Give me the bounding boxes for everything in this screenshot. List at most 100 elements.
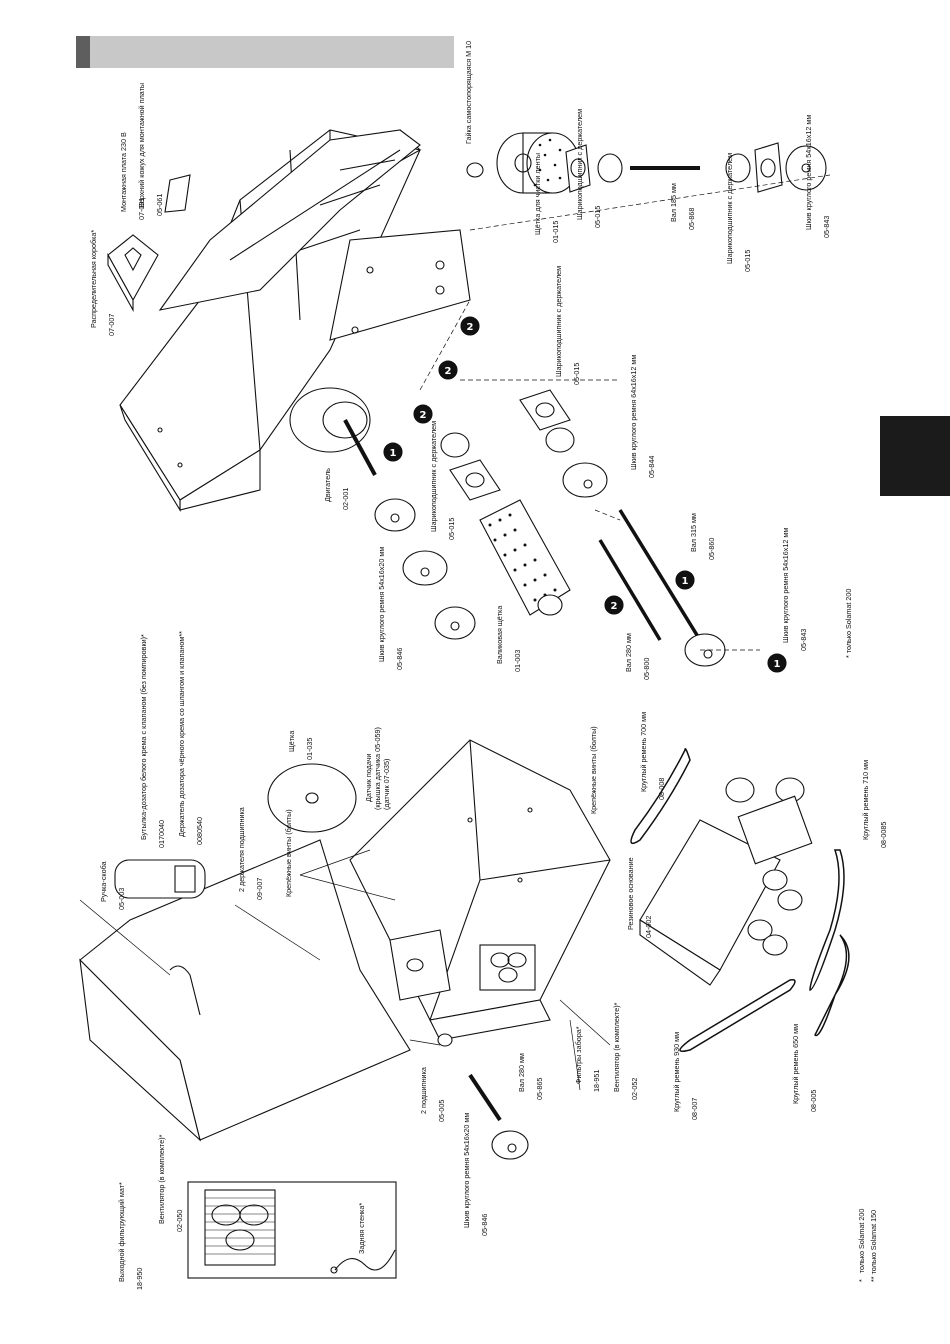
label-code: 05-860 bbox=[707, 537, 716, 560]
label-text: Крепёжные винты (болты) bbox=[284, 809, 293, 897]
label-belt-700: Круглый ремень 700 мм 08-008 bbox=[630, 712, 684, 800]
label-text: Монтажная плата 230 В bbox=[119, 132, 128, 212]
label-code: 05-865 bbox=[535, 1077, 544, 1100]
label-text: Круглый ремень 700 мм bbox=[639, 711, 648, 792]
label-text: Круглый ремень 650 мм bbox=[791, 1023, 800, 1104]
junction-box bbox=[107, 234, 159, 313]
top-pulleys bbox=[374, 498, 476, 640]
label-fan: Вентилятор (в комплекте)* 02-052 bbox=[603, 1003, 657, 1100]
label-text: Шкив круглого ремня 54x16x20 мм bbox=[377, 546, 386, 662]
section-tab bbox=[880, 416, 950, 496]
label-belt-930: Круглый ремень 930 мм 08-007 bbox=[663, 1032, 717, 1120]
label-text: ** только Solamat 150 bbox=[869, 1209, 878, 1282]
label-distrib-box: Распределительная коробка* 07-007 bbox=[80, 230, 134, 336]
badge-3: 2 bbox=[445, 366, 452, 377]
label-text: Круглый ремень 710 мм bbox=[861, 759, 870, 840]
label-text: Щётка для чистки ленты bbox=[533, 152, 542, 235]
top-side-plate bbox=[329, 229, 471, 341]
label-sensor: Датчик подачи (крышка датчика 05-059) (д… bbox=[355, 727, 400, 810]
label-code: 05-005 bbox=[437, 1099, 446, 1122]
label-code: 05-843 bbox=[799, 628, 808, 651]
bearing-block bbox=[389, 929, 451, 1001]
label-bearing-d: Шарикоподшипник с держателем 05-015 bbox=[420, 421, 474, 540]
bottom-cover bbox=[79, 839, 411, 1142]
label-pulley-846: Шкив круглого ремня 54x16x20 мм 05-846 bbox=[368, 547, 422, 670]
label-text: Верхний кожух для монтажной платы bbox=[137, 82, 146, 208]
label-belt-650: Круглый ремень 650 мм 08-005 bbox=[782, 1024, 836, 1112]
label-text: Вал 185 мм bbox=[669, 183, 678, 222]
header-bar bbox=[76, 36, 454, 68]
label-text: Двигатель bbox=[323, 468, 332, 502]
label-text: Распределительная коробка* bbox=[89, 229, 98, 328]
label-text: * только Solamat 200 bbox=[844, 588, 853, 658]
label-code: 05-868 bbox=[687, 207, 696, 230]
cleaning-brush-assembly bbox=[466, 132, 827, 194]
badge-1: 1 bbox=[390, 448, 397, 459]
label-code: 05-003 bbox=[117, 887, 126, 910]
top-dashed-lines bbox=[419, 174, 831, 651]
label-text: Датчик подачи (крышка датчика 05-059) (д… bbox=[364, 727, 391, 810]
label-code: 08-005 bbox=[809, 1089, 818, 1112]
label-text: Вентилятор (в комплекте)* bbox=[612, 1002, 621, 1092]
label-text: Держатель дозатора чёрного крема со шлан… bbox=[177, 631, 186, 837]
label-upper-cover: Верхний кожух для монтажной платы 05-061 bbox=[128, 83, 182, 216]
label-bearing-b: Шарикоподшипник с держателем 05-015 bbox=[716, 153, 770, 272]
label-fan-rear: Вентилятор (в комплекте)* 02-050 bbox=[148, 1135, 202, 1232]
badge-2: 2 bbox=[420, 410, 427, 421]
top-mount-plate bbox=[158, 129, 421, 311]
label-code: 05-846 bbox=[480, 1213, 489, 1236]
label-text: Фильтры забора* bbox=[574, 1026, 583, 1084]
label-code: 05-061 bbox=[155, 193, 164, 216]
label-only-200: * только Solamat 200 bbox=[835, 589, 862, 666]
label-screws-1: Крепёжные винты (болты) bbox=[275, 809, 302, 905]
label-code: 01-035 bbox=[305, 737, 314, 760]
label-shaft-315: Вал 315 мм 05-860 bbox=[680, 513, 734, 560]
bottom-brush bbox=[267, 763, 357, 833]
label-code: 05-015 bbox=[593, 205, 602, 228]
label-code: 02-001 bbox=[341, 487, 350, 510]
footnote-2: ** только Solamat 150 bbox=[860, 1210, 887, 1290]
label-text: 2 держателя подшипника bbox=[237, 807, 246, 892]
badge-6: 1 bbox=[682, 576, 689, 587]
label-text: Вентилятор (в комплекте)* bbox=[157, 1134, 166, 1224]
label-text: Вал 280 мм bbox=[624, 633, 633, 672]
label-text: Шкив круглого ремня 54x16x12 мм bbox=[804, 114, 813, 230]
label-pulley-843b: Шкив круглого ремня 54x16x12 мм 05-843 bbox=[772, 528, 826, 651]
label-code: 18-951 bbox=[592, 1069, 601, 1092]
label-shaft-280: Вал 280 мм 05-800 bbox=[615, 633, 669, 680]
label-text: Щётка bbox=[287, 730, 296, 752]
label-handle: Ручка-скоба 05-003 bbox=[90, 861, 144, 910]
label-text: Круглый ремень 930 мм bbox=[672, 1031, 681, 1112]
label-text: Шарикоподшипник с держателем bbox=[725, 152, 734, 264]
label-motor: Двигатель 02-001 bbox=[314, 468, 368, 510]
label-text: Выходной фильтрующий мат* bbox=[117, 1182, 126, 1282]
label-code: 0170040 bbox=[157, 820, 166, 848]
label-code: 0080540 bbox=[195, 817, 204, 845]
label-bearing-holders: 2 держателя подшипника 09-007 bbox=[228, 807, 282, 900]
label-text: Шарикоподшипник с держателем bbox=[554, 265, 563, 377]
label-code: 05-015 bbox=[447, 517, 456, 540]
label-text: Задняя стенка* bbox=[357, 1202, 366, 1254]
bottom-leaders bbox=[79, 849, 611, 1091]
label-text: 2 подшипника bbox=[419, 1067, 428, 1114]
label-code: 02-050 bbox=[175, 1209, 184, 1232]
label-code: 09-007 bbox=[255, 877, 264, 900]
label-bearing-c: Шарикоподшипник с держателем 05-015 bbox=[545, 266, 599, 385]
label-code: 01-003 bbox=[513, 649, 522, 672]
label-text: Бутылка-дозатор белого крема с клапаном … bbox=[139, 634, 148, 840]
label-text: Крепёжные винты (болты) bbox=[589, 726, 598, 814]
label-code: 04-002 bbox=[644, 915, 653, 938]
label-holder: Держатель дозатора чёрного крема со шлан… bbox=[168, 631, 222, 845]
label-pulley-846b: Шкив круглого ремня 54x16x20 мм 05-846 bbox=[453, 1113, 507, 1236]
belts bbox=[630, 748, 850, 1052]
top-badge-numbers: 1 2 2 2 2 1 1 bbox=[390, 322, 781, 670]
label-brush: Щётка 01-035 bbox=[278, 731, 332, 760]
label-code: 05-846 bbox=[395, 647, 404, 670]
label-text: Ручка-скоба bbox=[99, 861, 108, 902]
label-nut: Гайка самостопорящаяся M 10 bbox=[455, 41, 482, 152]
label-shaft-185: Вал 185 мм 05-868 bbox=[660, 183, 714, 230]
rear-wall bbox=[187, 1181, 397, 1279]
label-code: 08-0085 bbox=[879, 821, 888, 848]
label-text: Валиковая щётка bbox=[495, 605, 504, 664]
